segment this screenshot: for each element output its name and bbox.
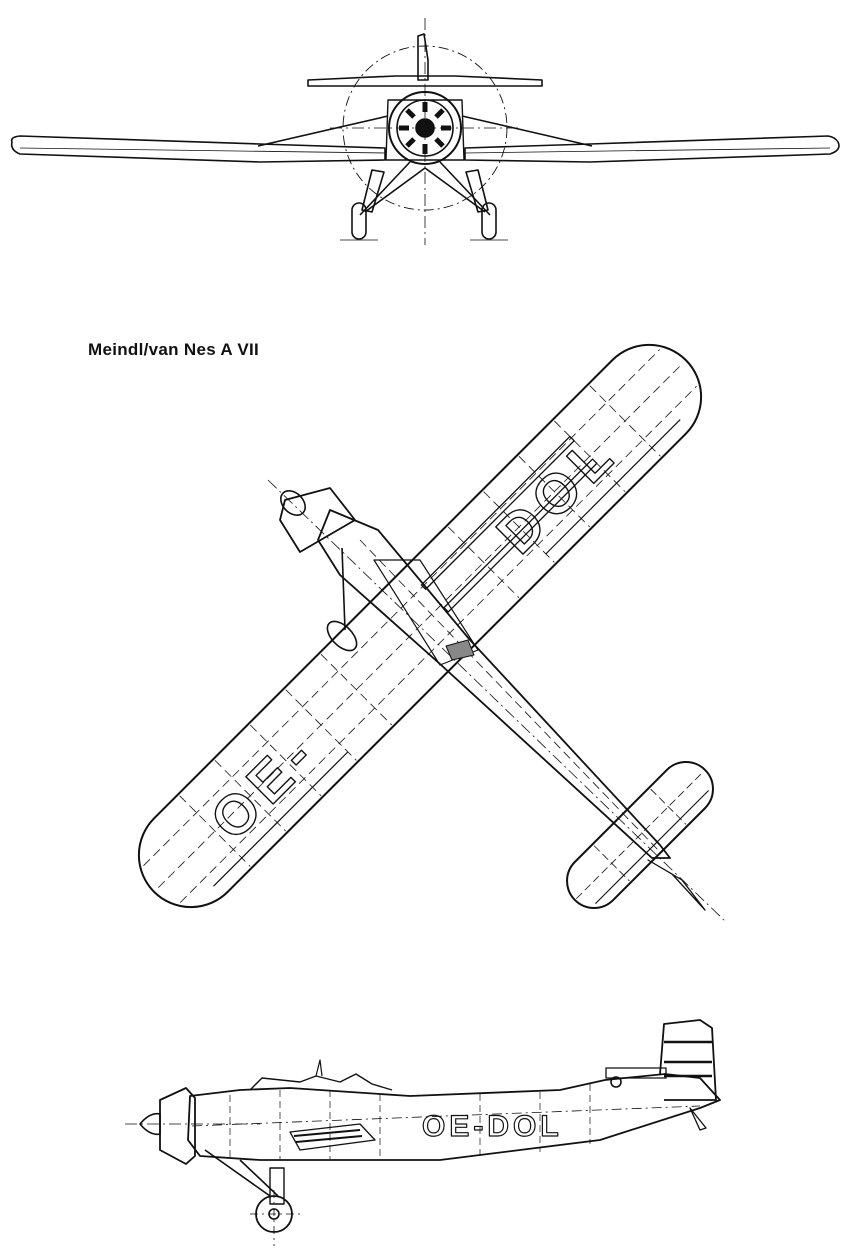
plan-view-tailplane (566, 761, 714, 909)
plan-view-fuselage (317, 509, 671, 859)
side-view: OE-DOL (125, 1019, 721, 1246)
plan-wing-registration-left: OE- (198, 720, 330, 852)
front-view-fin (417, 33, 429, 81)
side-view-spinner (139, 1112, 161, 1136)
front-view-tailplane (307, 75, 543, 87)
drawing-title: Meindl/van Nes A VII (88, 340, 260, 359)
plan-view: OE- DOL (137, 343, 727, 923)
front-view-wing (10, 135, 386, 163)
plan-view-wing (137, 343, 703, 909)
side-view-registration: OE-DOL (422, 1110, 563, 1143)
front-view (10, 18, 840, 245)
front-view-right-wheel (481, 202, 497, 240)
side-view-fin (659, 1019, 717, 1101)
side-view-fuselage (187, 1073, 721, 1161)
front-view-left-wheel (351, 202, 367, 240)
